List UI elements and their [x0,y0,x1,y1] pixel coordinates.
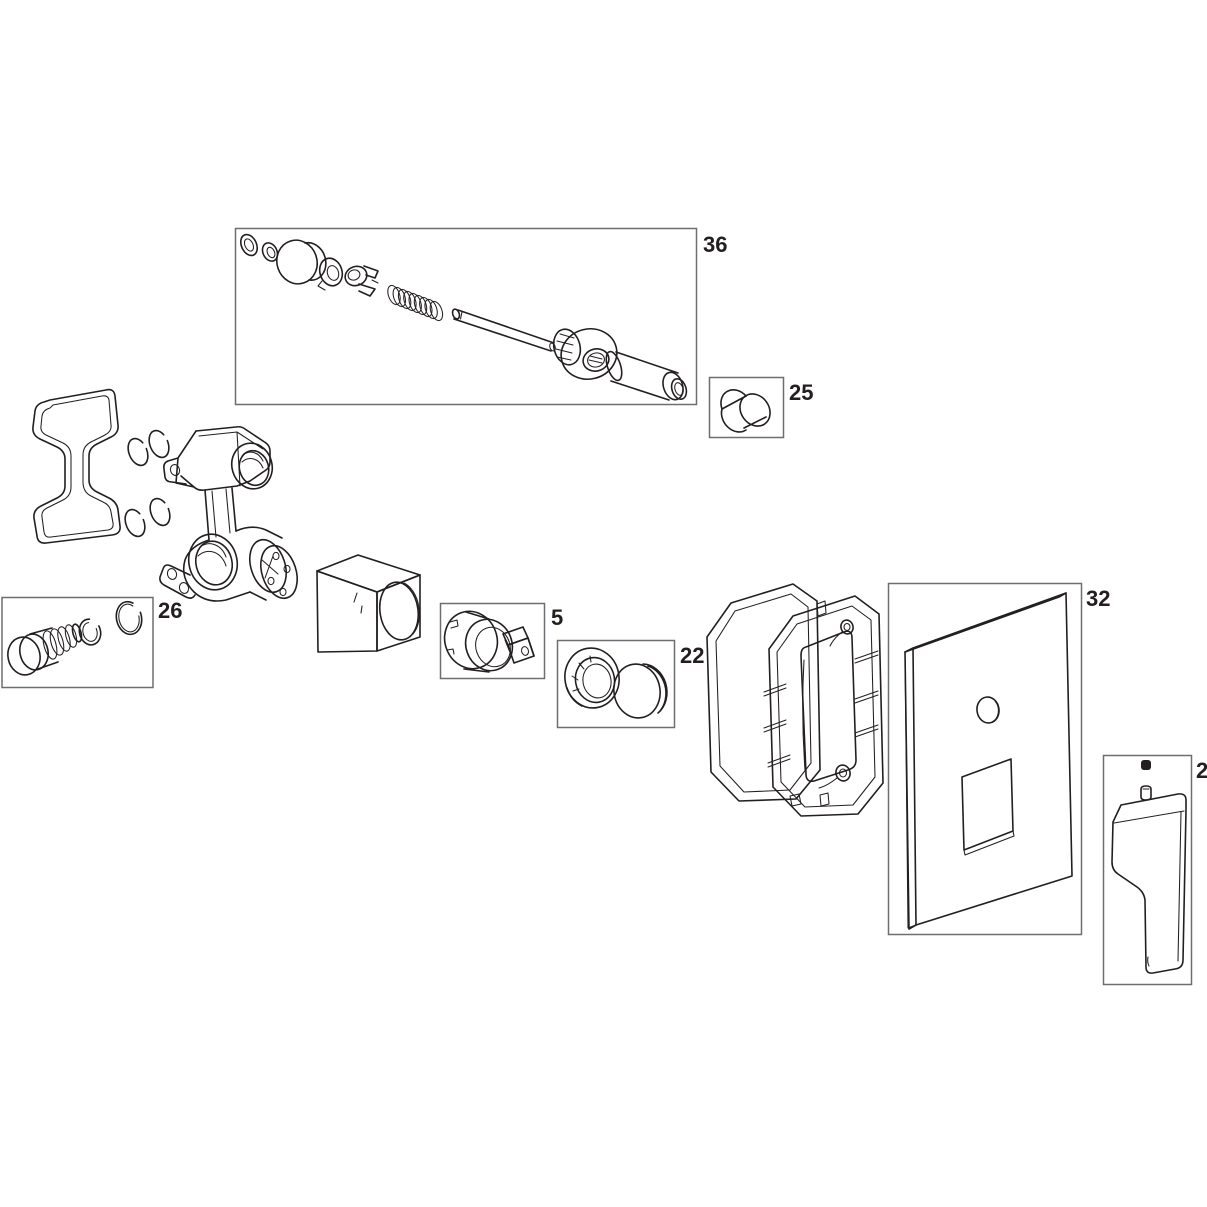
callout-box-22: 22 [556,639,704,729]
set-screw [1140,785,1152,801]
callout-label-26: 26 [158,598,182,623]
lever-handle [1111,793,1187,974]
washer-small [261,242,279,262]
callout-label-32: 32 [1086,586,1110,611]
callout-frame-5 [439,602,546,680]
callout-frame-32 [887,582,1083,936]
snap-ring [78,618,102,646]
callout-frame-25 [708,376,785,439]
mounting-frame [763,595,884,817]
cylinder-plug [720,389,771,433]
callout-box-25: 25 [708,376,813,439]
plug-cap [7,623,83,676]
spring [387,284,444,322]
callout-box-26: 26 [1,596,182,689]
cover-plate [904,592,1073,930]
retaining-ring [115,600,143,636]
callout-box-5: 5 [439,602,563,680]
callout-label-22: 22 [680,643,704,668]
mounting-bracket [32,388,121,544]
o-ring-set [124,429,171,538]
callout-label-2: 2 [1196,758,1207,783]
callout-box-32: 32 [887,582,1110,936]
threaded-adapter [552,328,618,380]
callout-frame-22 [556,639,676,729]
callout-frame-36 [234,227,698,406]
protection-box [316,554,421,653]
handle-screw [1141,760,1151,770]
wall-gasket [706,583,821,802]
push-rod [451,308,556,352]
callout-box-36: 36 [234,227,727,406]
ring-nut [564,647,620,709]
callout-label-5: 5 [551,605,563,630]
sleeve [605,350,688,401]
callout-frame-2 [1102,754,1193,986]
callout-label-25: 25 [789,380,813,405]
callout-frame-26 [1,596,154,689]
dome-cap [276,239,327,285]
cartridge [443,610,535,673]
retainer-clip [344,265,379,297]
flanged-washer [317,257,344,291]
cap [613,663,668,719]
o-ring-small [239,233,259,257]
callout-box-2: 2 [1102,754,1207,986]
callout-label-36: 36 [703,232,727,257]
valve-body [159,425,298,602]
